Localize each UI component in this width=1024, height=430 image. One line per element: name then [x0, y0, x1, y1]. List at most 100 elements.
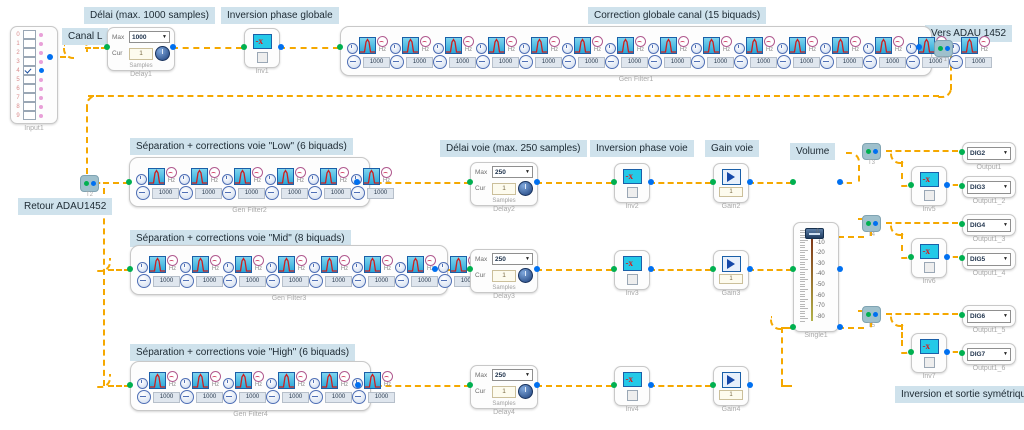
- frequency-dial-icon[interactable]: [339, 255, 350, 266]
- biquad-gain-dial[interactable]: [180, 378, 191, 389]
- output-block-2[interactable]: DIG3 ▼ Output1_2: [962, 176, 1016, 205]
- biquad-q-knob[interactable]: [309, 274, 323, 288]
- inv4-toggle[interactable]: [626, 389, 638, 401]
- input-row-checkbox[interactable]: [23, 48, 36, 57]
- frequency-dial-icon[interactable]: [338, 167, 349, 178]
- biquad-q-knob[interactable]: [309, 390, 323, 404]
- biquad-frequency-value[interactable]: 1000: [411, 275, 438, 287]
- volume-output-port-1[interactable]: [837, 179, 843, 185]
- delay4-max-select[interactable]: 250 ▼: [492, 369, 533, 381]
- biquad-q-knob[interactable]: [734, 55, 748, 69]
- biquad-gain-dial[interactable]: [137, 262, 148, 273]
- biquad-gain-dial[interactable]: [691, 43, 702, 54]
- biquad-gain-dial[interactable]: [309, 378, 320, 389]
- input-row-checkbox[interactable]: [23, 102, 36, 111]
- input-row[interactable]: 9: [11, 111, 57, 120]
- frequency-dial-icon[interactable]: [764, 36, 775, 47]
- volume-slider-block[interactable]: 0-10-20-30-40-50-60-70-80 Single1: [793, 222, 839, 339]
- input-row[interactable]: 0: [11, 30, 57, 39]
- frequency-dial-icon[interactable]: [893, 36, 904, 47]
- frequency-dial-icon[interactable]: [979, 36, 990, 47]
- biquad-q-knob[interactable]: [777, 55, 791, 69]
- inv4-input-port[interactable]: [611, 382, 617, 388]
- connector-t2[interactable]: T2: [80, 175, 99, 198]
- inv1-toggle[interactable]: [256, 51, 268, 63]
- inverter-block-7[interactable]: -x Inv7: [911, 333, 947, 380]
- gain-block-3[interactable]: 1 Gain3: [713, 250, 749, 297]
- input-row-checkbox[interactable]: [23, 111, 36, 120]
- bank2-output-port[interactable]: [354, 179, 360, 185]
- input-row-port[interactable]: [39, 113, 43, 118]
- frequency-dial-icon[interactable]: [425, 255, 436, 266]
- input-row[interactable]: 6: [11, 84, 57, 93]
- biquad-gain-dial[interactable]: [136, 174, 147, 185]
- output-block-6[interactable]: DIG7 ▼ Output1_6: [962, 343, 1016, 372]
- gain4-value[interactable]: 1: [719, 390, 743, 400]
- biquad-gain-dial[interactable]: [438, 262, 449, 273]
- biquad-frequency-value[interactable]: 1000: [368, 391, 395, 403]
- biquad-frequency-value[interactable]: 1000: [367, 187, 394, 199]
- biquad-frequency-value[interactable]: 1000: [879, 56, 906, 68]
- gain3-input-port[interactable]: [710, 266, 716, 272]
- biquad-frequency-value[interactable]: 1000: [836, 56, 863, 68]
- biquad-frequency-value[interactable]: 1000: [239, 391, 266, 403]
- delay3-knob[interactable]: [518, 268, 533, 283]
- delay-block-3[interactable]: Max 250 ▼ Cur 1 Samples Delay3: [470, 249, 538, 300]
- frequency-dial-icon[interactable]: [295, 167, 306, 178]
- delay4-input-port[interactable]: [467, 382, 473, 388]
- inv2-toggle[interactable]: [626, 186, 638, 198]
- biquad-q-knob[interactable]: [476, 55, 490, 69]
- biquad-frequency-value[interactable]: 1000: [368, 275, 395, 287]
- frequency-dial-icon[interactable]: [296, 371, 307, 382]
- biquad-gain-dial[interactable]: [265, 174, 276, 185]
- input-row-port[interactable]: [39, 32, 43, 37]
- inverter-block-3[interactable]: -x Inv3: [614, 250, 650, 297]
- biquad-q-knob[interactable]: [605, 55, 619, 69]
- biquad-q-knob[interactable]: [266, 390, 280, 404]
- frequency-dial-icon[interactable]: [549, 36, 560, 47]
- connector-t1[interactable]: T1: [934, 40, 953, 63]
- frequency-dial-icon[interactable]: [382, 371, 393, 382]
- biquad-frequency-value[interactable]: 1000: [153, 275, 180, 287]
- bank3-output-port[interactable]: [432, 266, 438, 272]
- bank2-input-port[interactable]: [126, 179, 132, 185]
- biquad-gain-dial[interactable]: [562, 43, 573, 54]
- biquad-q-knob[interactable]: [562, 55, 576, 69]
- input-row-checkbox[interactable]: [23, 57, 36, 66]
- frequency-dial-icon[interactable]: [678, 36, 689, 47]
- output2-select[interactable]: DIG3 ▼: [967, 180, 1011, 194]
- output6-input-port[interactable]: [959, 350, 965, 356]
- biquad-frequency-value[interactable]: 1000: [281, 187, 308, 199]
- volume-output-port-2[interactable]: [837, 266, 843, 272]
- biquad-gain-dial[interactable]: [476, 43, 487, 54]
- output-block-1[interactable]: DIG2 ▼ Output1: [962, 142, 1016, 171]
- biquad-frequency-value[interactable]: 1000: [965, 56, 992, 68]
- biquad-gain-dial[interactable]: [519, 43, 530, 54]
- frequency-dial-icon[interactable]: [381, 167, 392, 178]
- delay2-knob[interactable]: [518, 181, 533, 196]
- input-row-port[interactable]: [39, 59, 43, 64]
- input-row-port[interactable]: [39, 41, 43, 46]
- frequency-dial-icon[interactable]: [850, 36, 861, 47]
- biquad-gain-dial[interactable]: [223, 378, 234, 389]
- input-row-checkbox[interactable]: [23, 66, 36, 75]
- biquad-q-knob[interactable]: [519, 55, 533, 69]
- inverter-block-5[interactable]: -x Inv5: [911, 166, 947, 213]
- connector-t3[interactable]: T3: [862, 143, 881, 166]
- bank4-input-port[interactable]: [127, 382, 133, 388]
- biquad-frequency-value[interactable]: 1000: [195, 187, 222, 199]
- volume-thumb[interactable]: [805, 228, 824, 239]
- biquad-frequency-value[interactable]: 1000: [406, 56, 433, 68]
